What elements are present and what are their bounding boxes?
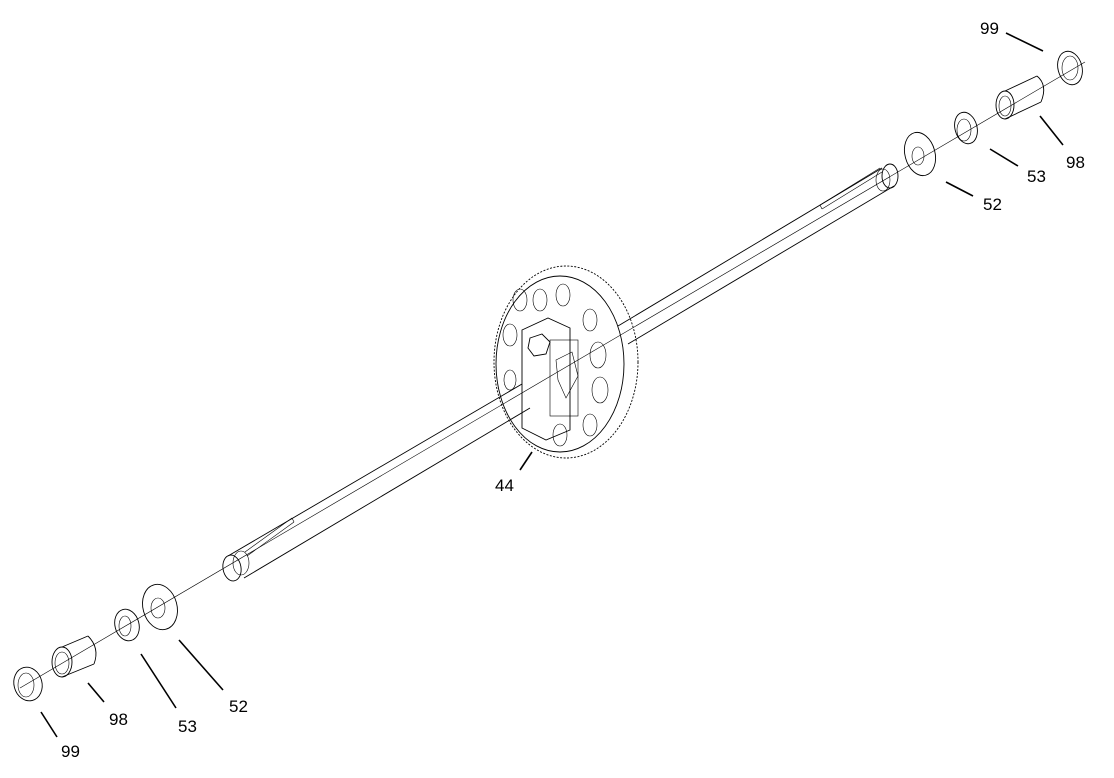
callout-99-left: 99: [61, 742, 80, 761]
ring-99-right: [1057, 50, 1083, 86]
leader-98-left: [87, 682, 105, 703]
differential-gear: [493, 265, 639, 459]
leader-52-right: [945, 181, 974, 197]
leader-53-right: [989, 148, 1019, 167]
callout-99-right: 99: [980, 19, 999, 38]
callout-98-right: 98: [1066, 153, 1085, 172]
washer-52-left: [142, 583, 178, 631]
bushing-98-left: [51, 635, 97, 678]
leader-99-right: [1005, 32, 1044, 52]
callout-53-right: 53: [1027, 167, 1046, 186]
leader-98-right: [1039, 115, 1064, 146]
leader-99-left: [40, 711, 58, 738]
seal-53-right: [954, 111, 978, 145]
callout-53-left: 53: [178, 717, 197, 736]
shaft: [222, 163, 899, 582]
leader-53-left: [140, 653, 177, 709]
callout-52-left: 52: [229, 697, 248, 716]
leader-44: [519, 451, 533, 471]
seal-53-left: [114, 608, 140, 642]
ring-99-left: [13, 666, 43, 702]
callout-44: 44: [495, 476, 514, 495]
bushing-98-right: [995, 75, 1045, 120]
callout-98-left: 98: [109, 710, 128, 729]
callout-52-right: 52: [983, 195, 1002, 214]
leader-52-left: [178, 639, 224, 691]
axis-line: [19, 61, 1086, 689]
washer-52-right: [903, 131, 937, 177]
